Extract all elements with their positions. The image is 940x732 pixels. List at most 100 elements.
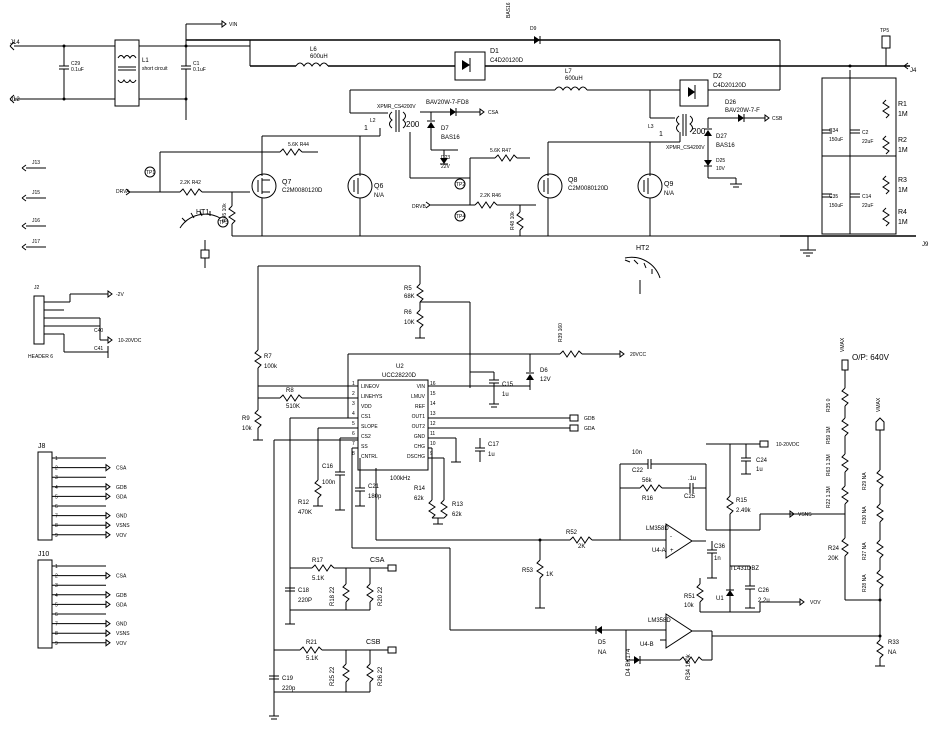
r7-label: R7 — [264, 354, 272, 360]
j2-label: J2 — [34, 285, 40, 291]
v20-label: 20VCC — [630, 352, 647, 358]
ic-pin-number: 13 — [430, 411, 436, 417]
output-divider: VMAX O/P: 640V R35 0 R59 1M R63 1.3M R22… — [760, 337, 900, 667]
r27-label: R27 NA — [862, 542, 868, 560]
q9-value: N/A — [664, 191, 674, 197]
r44-label: 5.6K R44 — [288, 142, 309, 148]
c22-label: C22 — [632, 468, 644, 474]
power-stage: D9 BAS16 L6 600uH D1 C4D20120D J4 L7 600… — [116, 2, 917, 294]
l7-label: L7 — [565, 69, 572, 75]
pin-net: VOV — [116, 641, 127, 647]
r63-label: R63 1.3M — [826, 454, 832, 476]
c29-label: C29 — [71, 61, 80, 67]
pin-net: VSNS — [116, 631, 130, 637]
c2-label: C2 — [862, 130, 869, 136]
c15-value: 1u — [502, 392, 509, 398]
c17-label: C17 — [488, 442, 500, 448]
u4b-ref: U4-B — [640, 642, 654, 648]
c35-value: 150uF — [829, 203, 843, 209]
c1-value: 0.1uF — [193, 67, 206, 73]
q9-label: Q9 — [664, 181, 673, 188]
gda-label: GDA — [584, 426, 596, 432]
ic-pin-number: 1 — [352, 381, 355, 387]
r51-label: R51 — [684, 594, 696, 600]
ic-pin-number: 8 — [352, 451, 355, 457]
r7-value: 100k — [264, 364, 278, 370]
c29-value: 0.1uF — [71, 67, 84, 73]
ic-pin-name: DSCHG — [407, 454, 425, 460]
j9-label: J9 — [922, 242, 929, 248]
ht2-label: HT2 — [636, 245, 649, 252]
header-pin: 6 — [52, 504, 106, 510]
ic-pin-name: SLOPE — [361, 424, 378, 430]
header-pin: 2 CSA — [52, 571, 127, 580]
r25-label: R25 22 — [330, 666, 336, 686]
c25-value: .1u — [688, 476, 696, 482]
j13-label: J13 — [32, 160, 40, 166]
j15-label: J15 — [32, 190, 40, 196]
r59-label: R59 1M — [826, 426, 832, 444]
d8-part: BAV20W-7-F — [426, 100, 461, 106]
v-minus2-label: -2V — [116, 292, 124, 298]
r6-label: R6 — [404, 310, 412, 316]
u1-label: U1 — [716, 596, 724, 602]
header-pin: 1 — [52, 564, 106, 570]
tp5-label: TP5 — [880, 28, 889, 34]
r21-label: R21 — [306, 640, 318, 646]
header-pin: 6 — [52, 612, 106, 618]
r1-value: 1M — [898, 111, 908, 118]
r14-label: R14 — [414, 486, 426, 492]
d2-part: C4D20120D — [713, 83, 747, 89]
d1-label: D1 — [490, 48, 499, 55]
c22-value: 10n — [632, 450, 642, 456]
u2-label: U2 — [396, 364, 404, 370]
r9-label: R9 — [242, 416, 250, 422]
r16-value: 56k — [642, 478, 653, 484]
gdb-label: GDB — [584, 416, 596, 422]
csb-label: CSB — [366, 639, 381, 646]
c25-label: C25 — [684, 494, 696, 500]
l2-turns-prim: 1 — [364, 125, 368, 132]
r52-label: R52 — [566, 530, 578, 536]
r17-label: R17 — [312, 558, 324, 564]
j2-type: HEADER 6 — [28, 354, 53, 360]
d25-label: D25 — [716, 158, 725, 164]
c15-label: C15 — [502, 382, 514, 388]
u2-freq: 100kHz — [390, 476, 410, 482]
d23-part: 22V — [441, 164, 451, 170]
d9-part: BAS16 — [506, 2, 512, 18]
r52-value: 2K — [578, 544, 585, 550]
l3-label: L3 — [648, 124, 654, 130]
r15-label: R15 — [736, 498, 748, 504]
pin-net: VOV — [116, 533, 127, 539]
pin-number: 1 — [55, 564, 58, 570]
pin-net: GND — [116, 622, 128, 628]
pin-number: 9 — [55, 533, 58, 539]
pin-number: 3 — [55, 583, 58, 589]
header-pin: 9 VOV — [52, 530, 127, 539]
d23-label: D23 — [441, 155, 450, 161]
feedback-loop: 10-20VDC C24 1u 10n C22 56k R16 .1u C25 … — [522, 440, 880, 680]
pin-number: 8 — [55, 523, 58, 529]
d1-part: C4D20120D — [490, 58, 524, 64]
controller-u2: R5 68K R6 10K R7 100k R9 10k R8 510K U2 — [242, 265, 647, 700]
ct-turns-a: 200 — [406, 120, 420, 129]
c1-label: C1 — [193, 61, 200, 67]
ic-pin-name: VDD — [361, 404, 372, 410]
r6-value: 10K — [404, 320, 415, 326]
pin-net: CSA — [116, 574, 127, 580]
csa-flag-top: CSA — [488, 110, 499, 116]
drvb-label: DRVB — [412, 204, 426, 210]
pin-number: 4 — [55, 485, 58, 491]
ic-pin-name: SS — [361, 444, 368, 450]
tp4-label: TP4 — [456, 214, 465, 220]
pin-number: 2 — [55, 574, 58, 580]
r24-label: R24 — [828, 546, 840, 552]
